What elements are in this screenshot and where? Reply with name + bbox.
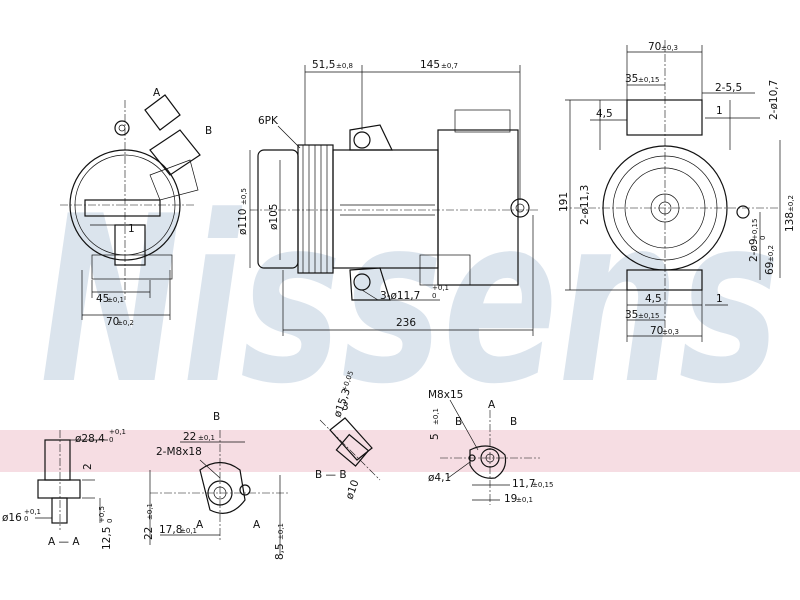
dim-70-top: 70 <box>648 41 661 53</box>
right-view: 70 ±0,3 35 ±0,15 2-5,5 4,5 1 2-ø10,7 191… <box>558 40 796 342</box>
dim-17-8-tol: ±0,1 <box>180 527 197 535</box>
dim-45-tol: ±0,1 <box>107 296 124 304</box>
dim-69-tol: ±0,2 <box>767 245 775 262</box>
dim-191: 191 <box>558 192 570 212</box>
dim-8-5-tol: ±0,1 <box>277 523 285 540</box>
dim-dia110-tol: ±0,5 <box>240 188 248 205</box>
dim-holes-tol2: 0 <box>432 292 436 300</box>
dim-138: 138 <box>784 212 796 232</box>
dim-51-5: 51,5 <box>312 59 335 71</box>
dim-dia28-4: ø28,4 <box>75 433 105 445</box>
dim-2-m8x18: 2-M8x18 <box>156 446 202 458</box>
dim-2-dia9-tol: +0,15 <box>751 219 759 240</box>
label-a: A <box>153 87 161 99</box>
detail-flange: B 22 ±0,1 2-M8x18 22 ±0,1 17,8 ±0,1 A A … <box>143 411 290 560</box>
label-section-aa: A — A <box>48 536 80 548</box>
dim-11-7: 11,7 <box>512 478 535 490</box>
dim-35-top-tol: ±0,15 <box>638 76 659 84</box>
label-b-flange: B <box>213 411 220 423</box>
dim-5-tol: ±0,1 <box>432 408 440 425</box>
label-a-flange-1: A <box>196 519 204 531</box>
detail-section-aa: ø28,4 +0,1 0 2 ø16 +0,1 0 12,5 +0,5 0 A … <box>2 428 126 550</box>
dim-12-5-tol: +0,5 <box>98 506 106 523</box>
dim-70-left-tol: ±0,2 <box>117 319 134 327</box>
dim-2-dia10-7: 2-ø10,7 <box>768 80 780 120</box>
dim-12-5: 12,5 <box>101 527 113 550</box>
dim-8-5: 8,5 <box>274 543 286 560</box>
dim-1-top: 1 <box>716 105 723 117</box>
dim-11-7-tol: ±0,15 <box>532 481 553 489</box>
dim-4-5-top: 4,5 <box>596 108 613 120</box>
dim-69: 69 <box>764 262 776 275</box>
label-b-port-2: B <box>510 416 517 428</box>
label-1: 1 <box>128 223 135 235</box>
dim-4-5-bottom: 4,5 <box>645 293 662 305</box>
dim-22-vertical: 22 <box>143 527 155 540</box>
dim-70-top-tol: ±0,3 <box>661 44 678 52</box>
dim-m8x15: M8x15 <box>428 389 463 401</box>
dim-holes: 3-ø11,7 <box>380 290 420 302</box>
dim-2-dia11-3: 2-ø11,3 <box>579 185 591 225</box>
dim-70-bottom-tol: ±0,3 <box>662 328 679 336</box>
left-view: A B 1 45 ±0,1 70 ±0,2 <box>60 87 212 328</box>
dim-138-tol: ±0,2 <box>787 195 795 212</box>
dim-dia16: ø16 <box>2 512 22 524</box>
dim-2-5-5: 2-5,5 <box>715 82 742 94</box>
dim-2: 2 <box>82 463 94 470</box>
dim-dia10: ø10 <box>344 478 362 501</box>
dim-1-bottom: 1 <box>716 293 723 305</box>
dim-2-dia9-tol2: 0 <box>759 236 767 240</box>
dim-5: 5 <box>429 433 441 440</box>
dim-35-bottom: 35 <box>625 309 638 321</box>
dim-22-vertical-tol: ±0,1 <box>146 503 154 520</box>
dim-51-5-tol: ±0,8 <box>336 62 353 70</box>
dim-dia105: ø105 <box>268 204 280 230</box>
dim-70-bottom: 70 <box>650 325 663 337</box>
dim-145-tol: ±0,7 <box>441 62 458 70</box>
dim-3: 3 <box>342 401 349 413</box>
dim-22: 22 <box>183 431 196 443</box>
center-view: 51,5 ±0,8 145 ±0,7 6PK ø110 ±0,5 ø105 3-… <box>237 59 540 336</box>
dim-236: 236 <box>396 317 416 329</box>
dim-dia4-1: ø4,1 <box>428 472 451 484</box>
dim-dia110: ø110 <box>237 209 249 235</box>
dim-2-dia9: 2-ø9 <box>748 238 760 262</box>
label-section-bb: B — B <box>315 469 347 481</box>
detail-port: M8x15 A 5 ±0,1 B B ø4,1 11,7 ±0,15 19 ±0… <box>428 389 553 505</box>
dim-17-8: 17,8 <box>159 524 182 536</box>
dim-35-bottom-tol: ±0,15 <box>638 312 659 320</box>
label-b: B <box>205 125 212 137</box>
dim-70-left: 70 <box>106 316 119 328</box>
label-a-port: A <box>488 399 496 411</box>
dim-12-5-tol2: 0 <box>106 519 114 523</box>
dim-dia16-tol2: 0 <box>24 515 28 523</box>
dim-19: 19 <box>504 493 517 505</box>
pink-band <box>0 430 800 472</box>
label-b-port-1: B <box>455 416 462 428</box>
dim-35-top: 35 <box>625 73 638 85</box>
dim-45: 45 <box>96 293 109 305</box>
dim-holes-tol: +0,1 <box>432 284 449 292</box>
dim-19-tol: ±0,1 <box>516 496 533 504</box>
dim-dia28-4-tol2: 0 <box>109 436 113 444</box>
label-a-flange-2: A <box>253 519 261 531</box>
dim-dia16-tol: +0,1 <box>24 508 41 516</box>
dim-dia28-4-tol: +0,1 <box>109 428 126 436</box>
dim-145: 145 <box>420 59 440 71</box>
watermark-text: Nissens <box>40 168 780 435</box>
dim-22-tol: ±0,1 <box>198 434 215 442</box>
label-6pk: 6PK <box>258 115 279 127</box>
